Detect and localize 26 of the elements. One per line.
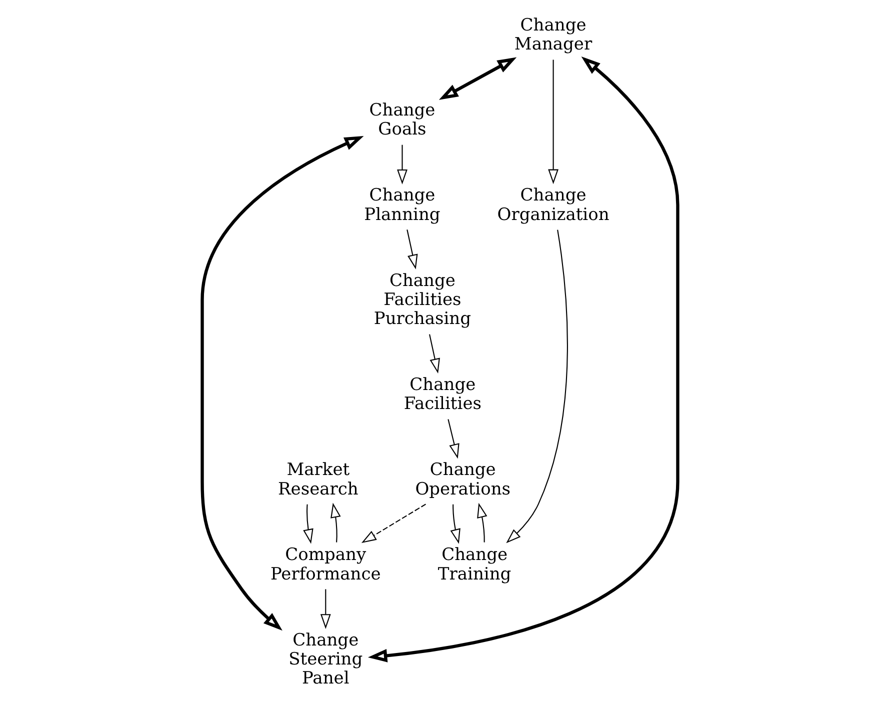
node-text: Market Research — [278, 460, 358, 500]
arrow — [396, 144, 407, 184]
arrow — [320, 589, 330, 629]
node-text: Change Facilities Purchasing — [373, 270, 471, 330]
node-text: Change Organization — [496, 186, 609, 225]
arrow — [330, 502, 340, 542]
node-text: Company Performance — [270, 545, 380, 584]
arrow — [428, 334, 440, 374]
node-text: Change Planning — [364, 186, 440, 225]
arrow — [450, 504, 460, 544]
node-text: Change Goals — [368, 100, 435, 140]
arrow — [302, 504, 313, 544]
arrow — [447, 419, 459, 459]
arrow — [360, 504, 426, 544]
node-text: Change Operations — [414, 460, 510, 500]
node-text: Change Training — [437, 545, 511, 584]
arrow — [476, 502, 487, 542]
arrow — [367, 56, 679, 662]
arrow — [506, 230, 568, 544]
node-text: Change Manager — [514, 15, 592, 55]
arrow — [200, 136, 364, 631]
arrow — [548, 60, 558, 184]
node-text: Change Steering Panel — [288, 630, 362, 689]
node-text: Change Facilities — [403, 375, 481, 414]
arrow — [406, 230, 418, 270]
arrow — [438, 57, 516, 100]
